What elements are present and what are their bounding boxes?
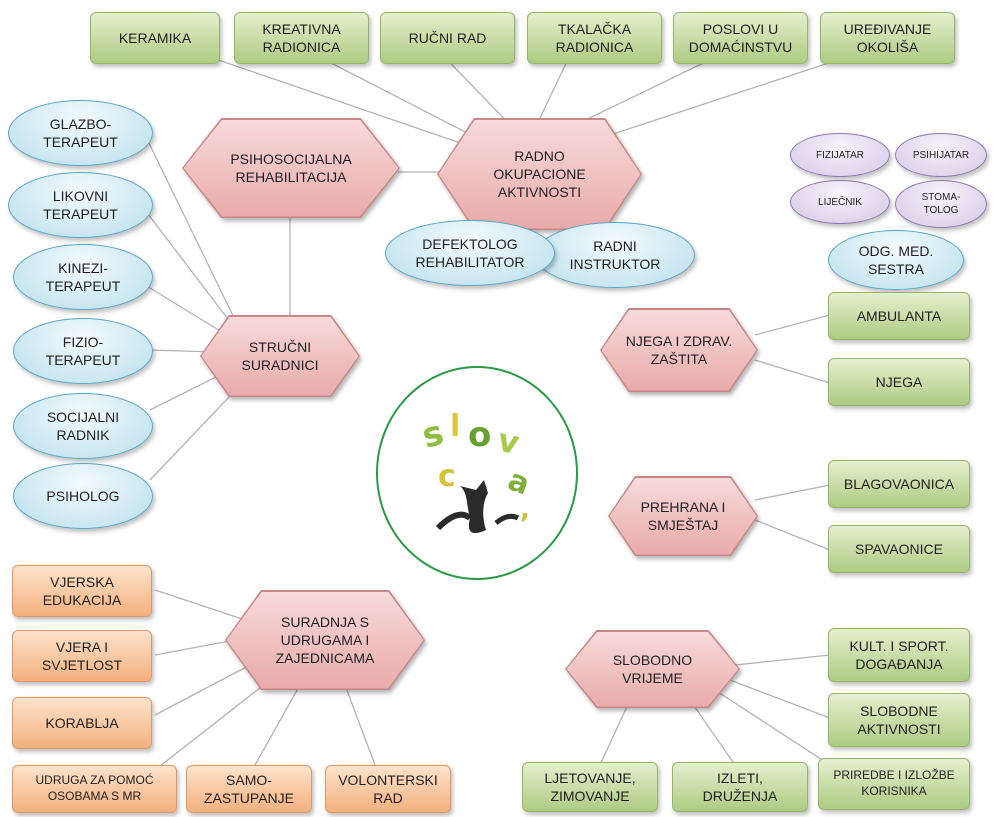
svg-text:,: , <box>520 495 530 525</box>
hub-suradnja-label: SURADNJA S UDRUGAMA I ZAJEDNICAMA <box>226 591 424 689</box>
staff-defektolog-rehabilitator: DEFEKTOLOG REHABILITATOR <box>385 220 555 286</box>
hub-psihosocijalna: PSIHOSOCIJALNA REHABILITACIJA <box>182 118 400 218</box>
svg-text:o: o <box>468 415 491 455</box>
activity-keramika: KERAMIKA <box>90 12 220 64</box>
item-slobodne-aktivnosti: SLOBODNE AKTIVNOSTI <box>828 693 970 747</box>
activity-tkalacka-radionica: TKALAČKA RADIONICA <box>527 12 662 64</box>
hub-radno-label: RADNO OKUPACIONE AKTIVNOSTI <box>438 119 641 229</box>
staff-lijecnik: LIJEČNIK <box>790 180 890 224</box>
activity-kreativna-radionica: KREATIVNA RADIONICA <box>234 12 369 64</box>
activity-poslovi-u-domacinstvu: POSLOVI U DOMAĆINSTVU <box>673 12 808 64</box>
staff-socijalni-radnik: SOCIJALNI RADNIK <box>13 393 153 459</box>
item-spavaonice: SPAVAONICE <box>828 525 970 573</box>
item-vjerska-edukacija: VJERSKA EDUKACIJA <box>12 565 152 617</box>
staff-likovni-terapeut: LIKOVNI TERAPEUT <box>8 172 153 238</box>
item-kult-sport-dogadanja: KULT. I SPORT. DOGAĐANJA <box>828 628 970 682</box>
item-volonterski-rad: VOLONTERSKI RAD <box>325 765 451 813</box>
svg-text:s: s <box>418 413 448 457</box>
svg-text:v: v <box>494 421 522 463</box>
item-udruga-za-pomoc: UDRUGA ZA POMOĆ OSOBAMA S MR <box>12 765 177 813</box>
staff-glazboterapeut: GLAZBO- TERAPEUT <box>8 100 153 166</box>
hub-strucni-suradnici: STRUČNI SURADNICI <box>200 315 360 397</box>
activity-rucni-rad: RUČNI RAD <box>380 12 515 64</box>
staff-psiholog: PSIHOLOG <box>13 463 153 529</box>
tree-logo: s l o v c a , <box>418 409 534 534</box>
hub-slobodno: SLOBODNO VRIJEME <box>565 630 740 708</box>
activity-uredivanje-okolisa: UREĐIVANJE OKOLIŠA <box>820 12 955 64</box>
staff-fizioterapeut: FIZIO- TERAPEUT <box>13 318 153 384</box>
staff-odg-med-sestra: ODG. MED. SESTRA <box>828 230 964 290</box>
staff-psihijatar: PSIHIJATAR <box>895 133 987 177</box>
item-samozastupanje: SAMO- ZASTUPANJE <box>186 765 312 813</box>
staff-radni-instruktor: RADNI INSTRUKTOR <box>535 222 695 288</box>
svg-text:c: c <box>438 459 456 494</box>
staff-kineziterapeut: KINEZI- TERAPEUT <box>13 244 153 310</box>
hub-suradnja: SURADNJA S UDRUGAMA I ZAJEDNICAMA <box>225 590 425 690</box>
hub-slobodno-label: SLOBODNO VRIJEME <box>566 631 739 707</box>
item-izleti-druzenja: IZLETI, DRUŽENJA <box>672 762 808 812</box>
staff-stomatolog: STOMA- TOLOG <box>895 180 987 228</box>
logo-circle: s l o v c a , <box>376 366 578 580</box>
item-ljetovanje-zimovanje: LJETOVANJE, ZIMOVANJE <box>522 762 658 812</box>
hub-prehrana: PREHRANA I SMJEŠTAJ <box>608 476 758 556</box>
hub-prehrana-label: PREHRANA I SMJEŠTAJ <box>609 477 757 555</box>
item-ambulanta: AMBULANTA <box>828 292 970 340</box>
hub-njega-label: NJEGA I ZDRAV. ZAŠTITA <box>601 309 757 391</box>
item-priredbe-izlozbe: PRIREDBE I IZLOŽBE KORISNIKA <box>818 758 970 810</box>
item-blagovaonica: BLAGOVAONICA <box>828 460 970 508</box>
hub-strucni-label: STRUČNI SURADNICI <box>201 316 359 396</box>
hub-psihosocijalna-label: PSIHOSOCIJALNA REHABILITACIJA <box>183 119 399 217</box>
item-vjera-i-svjetlost: VJERA I SVJETLOST <box>12 630 152 682</box>
hub-njega: NJEGA I ZDRAV. ZAŠTITA <box>600 308 758 392</box>
item-njega: NJEGA <box>828 358 970 406</box>
item-korablja: KORABLJA <box>12 697 152 749</box>
staff-fizijatar: FIZIJATAR <box>790 133 890 177</box>
hub-radno-okupacione: RADNO OKUPACIONE AKTIVNOSTI <box>437 118 642 230</box>
svg-text:l: l <box>450 409 460 444</box>
